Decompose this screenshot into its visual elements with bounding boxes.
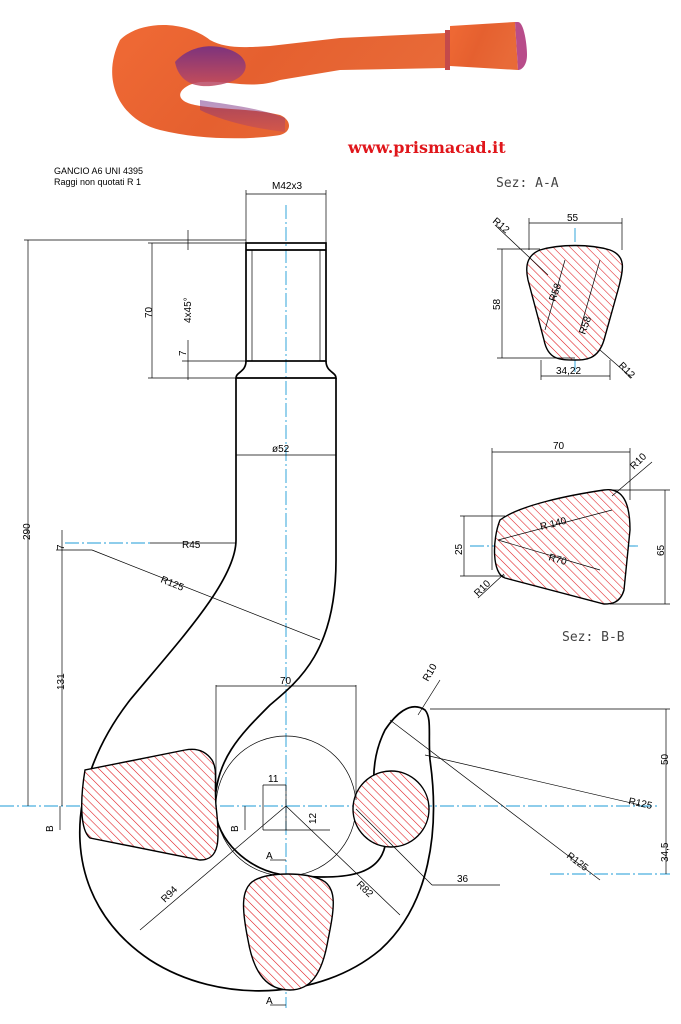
dim-34-5: 34,5 [660, 842, 671, 862]
bb-dim-r10-bottom: R10 [472, 578, 493, 599]
dimension-lines [24, 190, 670, 1006]
bb-dim-25: 25 [454, 543, 465, 555]
dim-thread: M42x3 [272, 181, 302, 192]
dim-7: 7 [178, 350, 189, 356]
aa-dim-55: 55 [567, 213, 579, 224]
dim-chamfer: 4x45° [183, 297, 194, 323]
bb-dim-70: 70 [553, 441, 565, 452]
aa-dim-r12-top: R12 [490, 216, 511, 237]
bb-dim-r10-top: R10 [628, 451, 649, 472]
section-aa-label: Sez: A-A [496, 176, 559, 191]
dim-mouth-70: 70 [280, 676, 292, 687]
dim-r125-a: R125 [627, 796, 653, 812]
bb-dim-65: 65 [656, 544, 667, 556]
dim-r82: R82 [354, 879, 375, 900]
bb-dim-r70: R70 [547, 552, 568, 568]
dim-131: 131 [56, 673, 67, 690]
aa-dim-34-22: 34,22 [556, 366, 581, 377]
dim-12: 12 [308, 812, 319, 824]
cut-marker-b-left: B [45, 825, 56, 832]
dim-36: 36 [457, 874, 469, 885]
dim-r94: R94 [159, 884, 180, 905]
cut-marker-a-bottom: A [266, 996, 273, 1007]
aa-dim-r12-bottom: R12 [616, 360, 637, 381]
aa-dim-58: 58 [492, 298, 503, 310]
cut-marker-b-right: B [230, 825, 241, 832]
website-link[interactable]: www.prismacad.it [348, 138, 506, 157]
section-bb-drawing [460, 448, 670, 605]
dim-50: 50 [660, 753, 671, 765]
hook-outline [78, 242, 435, 992]
drawing-title: GANCIO A6 UNI 4395 [54, 166, 144, 176]
dim-diameter-52: ø52 [272, 444, 290, 455]
dim-shank-70: 70 [144, 306, 155, 318]
section-bb-label: Sez: B-B [562, 630, 625, 645]
dim-r10-tip: R10 [421, 662, 440, 684]
hook-3d-render [112, 22, 527, 139]
dim-11: 11 [268, 774, 279, 785]
cut-marker-a-top: A [266, 851, 273, 862]
dim-290: 290 [22, 523, 33, 540]
dim-r125-upper: R125 [159, 575, 186, 594]
hook-sections [81, 748, 430, 991]
section-aa-drawing [494, 218, 633, 380]
dim-r45: R45 [182, 540, 201, 551]
dim-r125-b: R125 [564, 851, 590, 874]
dim-7-left: 7 [56, 544, 67, 550]
drawing-note: Raggi non quotati R 1 [54, 177, 142, 187]
